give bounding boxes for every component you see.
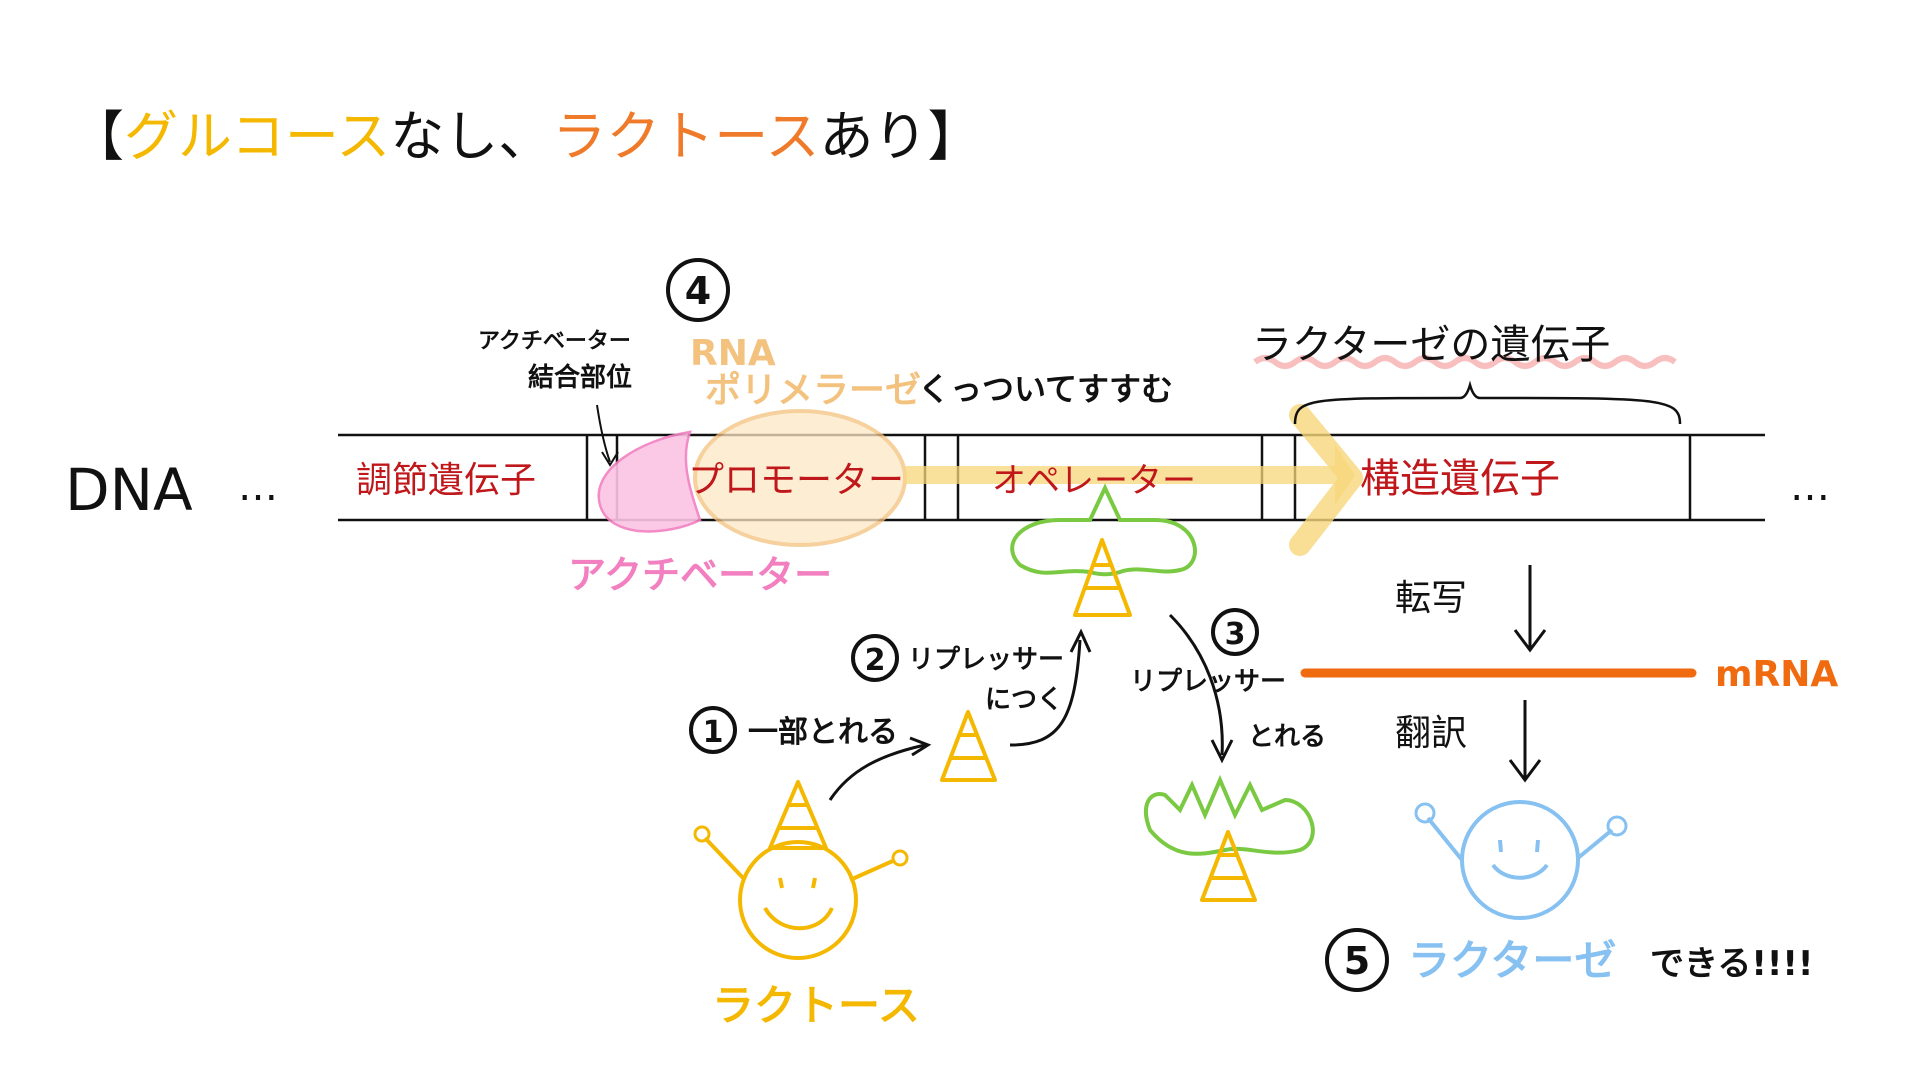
step4-circle (666, 258, 730, 322)
arrowhead (909, 736, 932, 757)
transcription-direction-arrow (905, 445, 1355, 505)
step5-lactase-label: ラクターゼ (1408, 936, 1616, 985)
rna-label-line2: ポリメラーゼ (705, 369, 921, 411)
lactase-gene-label: ラクターゼの遺伝子 (1252, 322, 1610, 368)
step3-circle (1211, 608, 1259, 656)
arrow-inducer-to-repressor (1009, 639, 1082, 747)
arrow-lactose-to-inducer (828, 743, 926, 801)
step3-label-line2: とれる (1248, 722, 1326, 752)
region-structural: 構造遺伝子 (1360, 456, 1560, 502)
arrowhead (1210, 739, 1234, 764)
dna-right-ellipsis: … (1790, 464, 1830, 510)
activator-site-label-line2: 結合部位 (528, 362, 632, 393)
activator-site-arrow (596, 404, 611, 463)
step2-circle (851, 634, 899, 682)
step1-circle (689, 706, 737, 754)
step5-label: できる!!!! (1650, 944, 1813, 984)
arrow-repressor-release (1168, 613, 1224, 756)
step2-label-line1: リプレッサー (908, 645, 1064, 675)
dna-left-ellipsis: … (238, 464, 278, 510)
title-lactose: ラクトース (552, 105, 819, 168)
region-promoter: プロモーター (688, 460, 904, 501)
step1-number: 1 (703, 715, 724, 750)
translation-arrowhead (1508, 759, 1542, 783)
transcription-direction-arrowhead (1289, 404, 1363, 556)
title-bracket-close: 】 (928, 105, 982, 168)
activator-label: アクチベーター (568, 553, 832, 597)
activator-shape (597, 430, 702, 533)
dna-label: DNA (65, 456, 193, 524)
step2-label-line2: につく (985, 685, 1063, 715)
inducer-cone-bound (1073, 538, 1132, 617)
mrna-label: mRNA (1715, 654, 1838, 695)
step4-number: 4 (685, 269, 711, 313)
repressor-released (1144, 774, 1315, 902)
inducer-cone-free (940, 710, 997, 782)
translation-label: 翻訳 (1395, 713, 1467, 754)
lactose-label: ラクトース (712, 981, 920, 1030)
lactase-gene-brace (1293, 380, 1682, 425)
region-regulator: 調節遺伝子 (356, 460, 536, 501)
lactose-character (693, 780, 909, 960)
lactase-gene-underline (1253, 355, 1677, 369)
title-glucose: グルコース (124, 105, 390, 168)
rna-action-label: くっついてすすむ (918, 370, 1173, 408)
title-mid: なし、 (390, 105, 552, 168)
activator-site-arrowhead (601, 451, 619, 467)
step5-circle (1325, 928, 1389, 992)
transcription-label: 転写 (1395, 578, 1467, 619)
title-bracket-open: 【 (70, 105, 124, 168)
activator-site-label-line1: アクチベーター (478, 329, 631, 354)
lactase-character (1414, 800, 1628, 920)
step3-number: 3 (1225, 617, 1246, 652)
region-operator: オペレーター (992, 461, 1196, 501)
rna-label-line1: RNA (690, 333, 776, 374)
step2-number: 2 (865, 643, 886, 678)
title: 【グルコースなし、ラクトースあり】 (70, 105, 982, 168)
step5-number: 5 (1344, 939, 1370, 983)
transcription-arrowhead (1513, 629, 1547, 653)
step1-label: 一部とれる (748, 715, 898, 750)
arrowhead (1069, 628, 1092, 653)
title-end: あり (820, 105, 928, 168)
